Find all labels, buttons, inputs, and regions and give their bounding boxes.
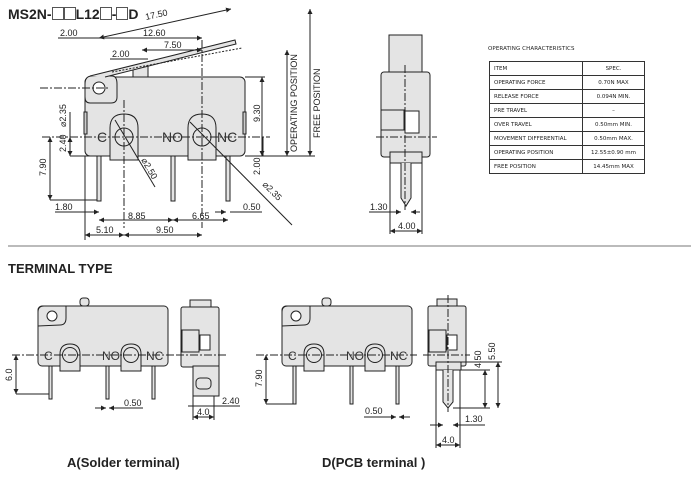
characteristics-title: OPERATING CHARACTERISTICS [488,46,575,52]
label-c: C [97,129,107,145]
row-item: OPERATING FORCE [489,75,583,90]
row-item: OPERATING POSITION [489,145,583,160]
solder-label-nc: NC [146,349,164,363]
header-spec: SPEC. [582,61,645,76]
label-operating-position: OPERATING POSITION [289,54,299,152]
label-no: NO [162,129,183,145]
pcb-label-no: NO [346,349,364,363]
part-prefix: MS2N- [8,6,52,22]
pcb-label-nc: NC [390,349,408,363]
label-free-position: FREE POSITION [312,68,322,138]
row-spec: 12.55±0.90 mm [582,145,645,160]
dim-mount-hole-top: ⌀2.35 [58,104,68,127]
dim-pcb-side-pin: 1.30 [465,414,483,424]
dim-side-width: 4.00 [398,221,416,231]
main-front-view [40,7,315,240]
dim-pcb-thickness: 0.50 [365,406,383,416]
dim-no-nc: 6.65 [192,211,210,221]
dim-hole-hole: 9.50 [156,225,174,235]
dim-lever-plunger: 12.60 [143,28,166,38]
dim-terminal-length: 7.90 [38,158,48,176]
terminal-type-title: TERMINAL TYPE [8,261,113,276]
dim-lever-pivot: 2.00 [60,28,78,38]
row-spec: 0.094N MIN. [582,89,645,104]
row-item: MOVEMENT DIFFERENTIAL [489,131,583,146]
dim-body-hole: 5.10 [96,225,114,235]
dim-mount-hole-right: ⌀2.35 [261,179,284,202]
dim-c-no: 8.85 [128,211,146,221]
solder-caption: A(Solder terminal) [67,455,180,470]
solder-label-c: C [44,349,53,363]
table-row: PRE TRAVEL– [489,103,645,118]
terminal-nc [225,155,231,202]
main-side-view [369,34,437,234]
section-divider [8,245,691,247]
part-mid: L12 [75,6,100,22]
pcb-caption: D(PCB terminal ) [322,455,426,470]
row-item: OVER TRAVEL [489,117,583,132]
dim-side-pin: 1.30 [370,202,388,212]
solder-side-view [176,299,240,420]
dim-operating-height: 9.30 [252,104,262,122]
row-item: FREE POSITION [489,159,583,174]
dim-hole-c: ⌀2.50 [139,156,159,181]
solder-label-no: NO [102,349,120,363]
row-spec: 14.45mm MAX [582,159,645,174]
terminal-c [96,155,102,202]
dim-plunger-button: 7.50 [164,40,182,50]
row-item: PRE TRAVEL [489,103,583,118]
terminal-no [170,155,176,202]
dim-bottom-offset: 2.00 [252,157,262,175]
pcb-front-view [256,297,417,420]
row-spec: 0.70N MAX [582,75,645,90]
dim-solder-side-width: 4.0 [197,407,210,417]
dim-terminal-thickness: 0.50 [243,202,261,212]
dim-pcb-side-width: 4.0 [442,435,455,445]
dim-pcb-pin-a: 4.50 [473,350,483,368]
dim-left-margin: 1.80 [55,202,73,212]
dim-solder-thickness: 0.50 [124,398,142,408]
dim-solder-height: 6.0 [4,368,14,381]
row-spec: 0.50mm MAX. [582,131,645,146]
dim-pcb-height: 7.90 [254,369,264,387]
dim-button-width: 2.00 [112,49,130,59]
row-spec: – [582,103,645,118]
lever-ghost [111,47,243,73]
label-nc: NC [217,129,237,145]
table-header: ITEM SPEC. [489,61,645,76]
header-item: ITEM [489,61,583,76]
option-box [51,7,64,20]
option-box [63,7,76,20]
row-spec: 0.50mm MIN. [582,117,645,132]
pcb-side-view [423,295,502,448]
pcb-label-c: C [288,349,297,363]
dim-hole-offset: 2.40 [58,134,68,152]
dim-lever-total: 17.50 [144,7,168,21]
row-item: RELEASE FORCE [489,89,583,104]
dim-pcb-pin-b: 5.50 [487,342,497,360]
solder-front-view [12,297,175,411]
dim-solder-side-pin: 2.40 [222,396,240,406]
